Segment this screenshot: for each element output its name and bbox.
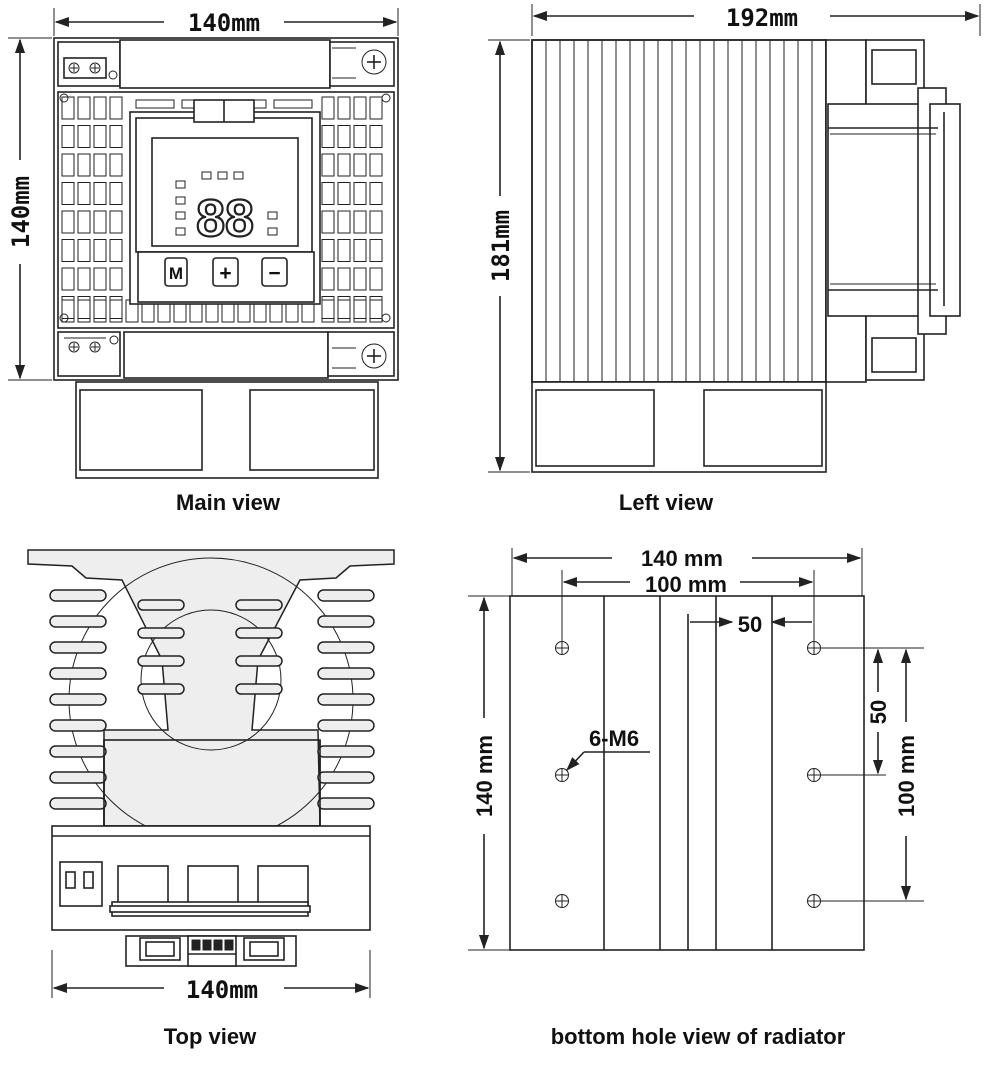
top-view-caption: Top view: [164, 1024, 257, 1049]
svg-text:M: M: [169, 264, 183, 283]
top-view: 140mm Top view: [27, 549, 395, 1049]
left-view-caption: Left view: [619, 490, 714, 515]
mounting-hole-icon: [807, 894, 821, 908]
left-view-height-dimension: 181mm: [487, 39, 530, 473]
main-view-button-m[interactable]: M: [164, 257, 188, 287]
radiator-vertical-pitch-dimension: 50: [866, 648, 891, 775]
left-view-fins: [531, 39, 827, 383]
mounting-hole-icon: [555, 894, 569, 908]
radiator-vertical-span-label: 100 mm: [894, 735, 919, 817]
main-view-indicator-leds: [175, 171, 278, 236]
radiator-hole-label: 6-M6: [589, 726, 639, 751]
mounting-hole-icon: [807, 768, 821, 782]
mounting-hole-icon: [555, 768, 569, 782]
main-view-vent-grid: [59, 93, 391, 323]
main-view-width-label: 140mm: [188, 9, 260, 37]
radiator-height-dimension: 140 mm: [468, 595, 510, 951]
top-view-heatsink: [27, 549, 395, 843]
main-view-height-label: 140mm: [7, 176, 35, 248]
radiator-vertical-span-dimension: 100 mm: [894, 648, 919, 901]
svg-text:−: −: [268, 262, 280, 285]
radiator-vertical-pitch-label: 50: [866, 700, 891, 724]
main-view-button-minus[interactable]: −: [261, 257, 288, 287]
main-view-width-dimension: 140mm: [53, 8, 399, 37]
mounting-hole-icon: [555, 641, 569, 655]
main-view-segment-display: 88: [196, 190, 254, 248]
radiator-hole-width-label: 100 mm: [645, 572, 727, 597]
left-view: 192mm 181mm Left view: [487, 4, 981, 515]
radiator-offset-label: 50: [738, 612, 762, 637]
main-view-caption: Main view: [176, 490, 281, 515]
main-view-button-plus[interactable]: +: [212, 257, 239, 287]
radiator-hole-width-dimension: 100 mm: [561, 570, 815, 646]
main-view: 140mm 140mm: [7, 8, 399, 515]
left-view-width-label: 192mm: [726, 4, 798, 32]
radiator-outer-width-label: 140 mm: [641, 546, 723, 571]
radiator-height-label: 140 mm: [472, 735, 497, 817]
mounting-hole-icon: [807, 641, 821, 655]
top-view-width-dimension: 140mm: [51, 950, 371, 1004]
radiator-offset-dimension: 50: [690, 612, 812, 637]
radiator-outer-width-dimension: 140 mm: [511, 546, 863, 596]
left-view-height-label: 181mm: [487, 210, 515, 282]
radiator-view: 140 mm 100 mm 50 6-M6: [468, 546, 924, 1049]
svg-text:+: +: [219, 262, 231, 285]
top-view-width-label: 140mm: [186, 976, 258, 1004]
left-view-width-dimension: 192mm: [531, 4, 981, 36]
main-view-height-dimension: 140mm: [7, 37, 52, 381]
radiator-view-caption: bottom hole view of radiator: [551, 1024, 846, 1049]
